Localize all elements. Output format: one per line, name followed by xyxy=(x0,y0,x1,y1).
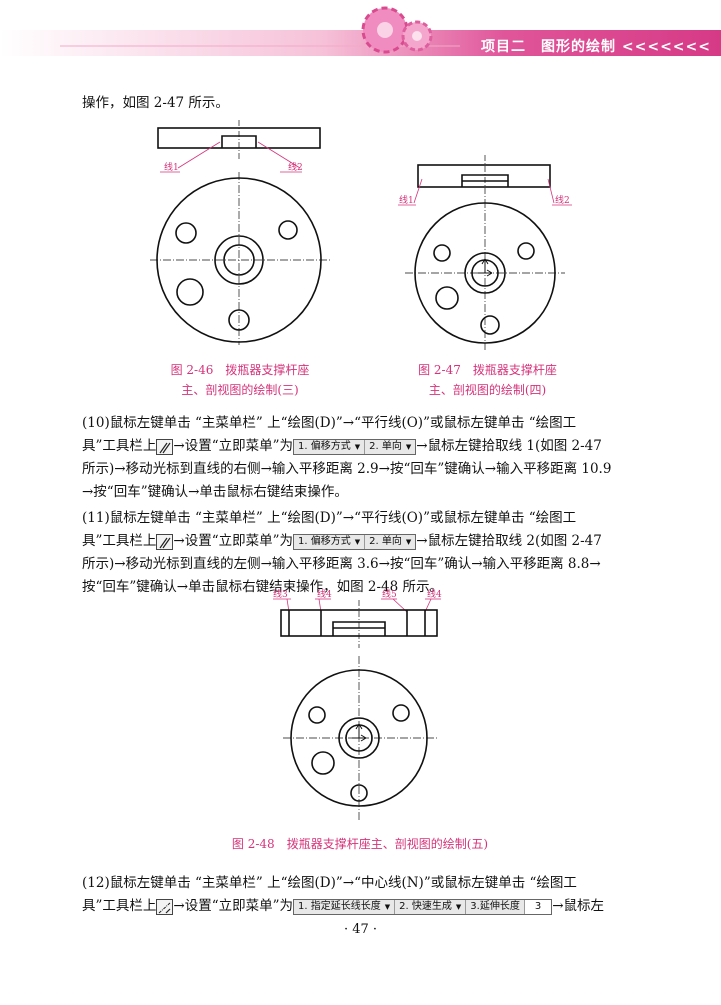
fig46-caption: 图 2-46 拨瓶器支撑杆座 主、剖视图的绘制(三) xyxy=(170,363,310,397)
chevron-down-icon: ▼ xyxy=(455,902,462,911)
menu-direction[interactable]: 2. 单向▼ xyxy=(369,535,412,547)
menu-extension-mode[interactable]: 1. 指定延长线长度▼ xyxy=(294,899,396,914)
chevron-down-icon: ▼ xyxy=(354,537,361,546)
immediate-menu-10[interactable]: 1. 偏移方式▼2. 单向▼ xyxy=(293,438,417,455)
fig48-label-4a: 线4 xyxy=(317,588,332,600)
immediate-menu-11[interactable]: 1. 偏移方式▼2. 单向▼ xyxy=(293,533,417,550)
menu-extension-length-label: 3.延伸长度 xyxy=(466,899,525,914)
figure-2-46: 线1 线2 xyxy=(150,120,330,345)
intro-text: 操作，如图 2-47 所示。 xyxy=(82,95,229,111)
chevron-down-icon: ▼ xyxy=(384,902,391,911)
fig47-label-2: 线2 xyxy=(555,194,570,206)
menu-offset-mode[interactable]: 1. 偏移方式▼ xyxy=(294,439,366,454)
chevron-down-icon: ▼ xyxy=(405,537,412,546)
fig47-caption: 图 2-47 拨瓶器支撑杆座 主、剖视图的绘制(四) xyxy=(418,363,557,397)
fig48-caption: 图 2-48 拨瓶器支撑杆座主、剖视图的绘制(五) xyxy=(231,837,489,851)
figure-2-47: 线1 线2 xyxy=(398,155,572,350)
chapter-title: 项目二 图形的绘制 <<<<<<< xyxy=(481,39,711,55)
page-header-band xyxy=(0,6,721,56)
parallel-line-tool-icon[interactable] xyxy=(156,533,174,550)
fig48-label-3: 线3 xyxy=(273,588,288,600)
menu-offset-mode[interactable]: 1. 偏移方式▼ xyxy=(294,534,366,549)
fig48-label-4b: 线4 xyxy=(427,588,442,600)
centerline-tool-icon[interactable] xyxy=(156,898,174,915)
page-number: · 47 · xyxy=(343,922,378,937)
chevron-down-icon: ▼ xyxy=(354,442,361,451)
chevron-down-icon: ▼ xyxy=(405,442,412,451)
menu-generate-mode[interactable]: 2. 快速生成▼ xyxy=(395,899,467,914)
menu-direction[interactable]: 2. 单向▼ xyxy=(369,440,412,452)
extension-length-input[interactable]: 3 xyxy=(524,899,552,914)
gear-icon xyxy=(361,6,433,54)
fig48-label-5: 线5 xyxy=(382,588,397,600)
figure-2-48: 线3 线4 线5 线4 xyxy=(273,588,442,820)
fig46-label-1: 线1 xyxy=(164,161,179,173)
fig47-label-1: 线1 xyxy=(399,194,414,206)
parallel-line-tool-icon[interactable] xyxy=(156,438,174,455)
fig46-label-2: 线2 xyxy=(288,161,303,173)
